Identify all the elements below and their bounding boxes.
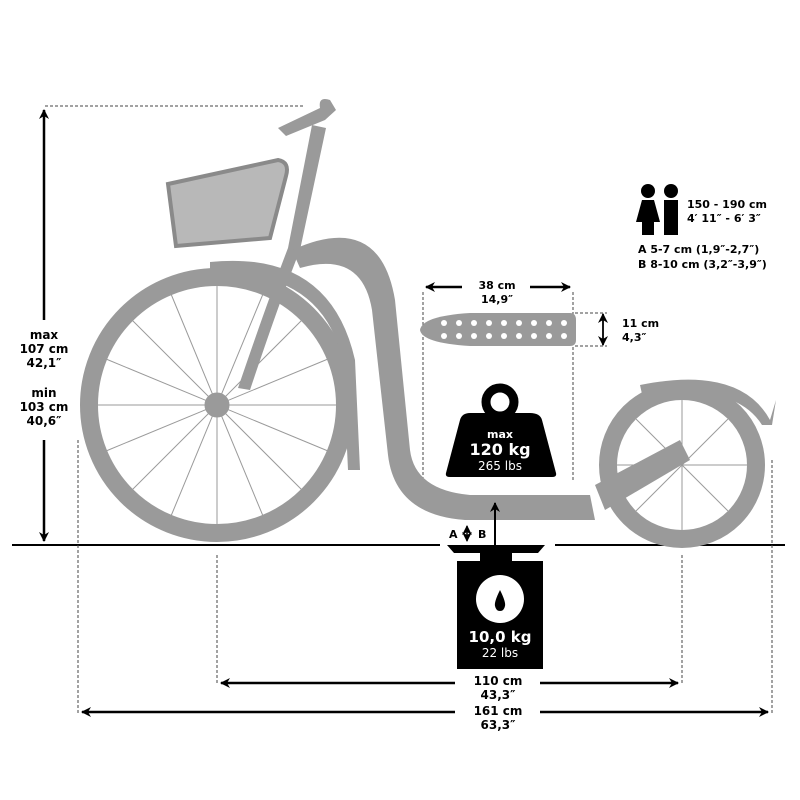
deck-length-cm: 38 cm <box>478 279 516 292</box>
rider-height-cm: 150 - 190 cm <box>687 198 767 211</box>
max-load-lbs: 265 lbs <box>478 459 522 473</box>
deck-length-label: 38 cm 14,9″ <box>462 279 532 307</box>
max-load-kg: 120 kg <box>469 440 531 459</box>
wheelbase-in: 43,3″ <box>480 688 516 702</box>
wheelbase-label: 110 cm 43,3″ <box>458 674 538 702</box>
wheelbase-cm: 110 cm <box>473 674 523 688</box>
max-load-word: max <box>487 428 513 441</box>
weight-icon <box>445 383 557 477</box>
clearance-b-legend: B 8-10 cm (3,2″-3,9″) <box>638 258 767 271</box>
clearance-marker-b: B <box>478 528 487 541</box>
height-max-label: max 107 cm 42,1″ <box>12 328 76 370</box>
deck-holes <box>441 320 567 339</box>
clearance-legend: A 5-7 cm (1,9″-2,7″) B 8-10 cm (3,2″-3,9… <box>638 242 767 272</box>
height-min-word: min <box>31 386 57 400</box>
deck-width-cm: 11 cm <box>622 317 660 330</box>
basket <box>165 157 289 249</box>
deck-length-in: 14,9″ <box>480 293 514 306</box>
rider-height-ft: 4′ 11″ - 6′ 3″ <box>687 212 761 225</box>
height-min-label: min 103 cm 40,6″ <box>12 386 76 428</box>
height-max-word: max <box>29 328 59 342</box>
total-length-label: 161 cm 63,3″ <box>458 704 538 732</box>
dimension-arrows <box>39 109 769 717</box>
scooter-weight-kg: 10,0 kg <box>468 628 532 646</box>
scale-icon <box>447 545 545 669</box>
deck-width-label: 11 cm 4,3″ <box>622 317 659 345</box>
clearance-marker-a: A <box>449 528 458 541</box>
deck-shape <box>420 313 576 346</box>
max-load-label: max 120 kg 265 lbs <box>450 428 550 473</box>
deck-width-in: 4,3″ <box>622 331 647 344</box>
height-min-cm: 103 cm <box>19 400 69 414</box>
total-length-cm: 161 cm <box>473 704 523 718</box>
height-max-cm: 107 cm <box>19 342 69 356</box>
total-length-in: 63,3″ <box>480 718 516 732</box>
scooter-weight-lbs: 22 lbs <box>481 646 519 660</box>
clearance-a-legend: A 5-7 cm (1,9″-2,7″) <box>638 243 760 256</box>
scooter-weight-label: 10,0 kg 22 lbs <box>457 628 543 660</box>
dimension-guides <box>45 105 773 715</box>
rider-figures-icon <box>636 184 678 235</box>
height-min-in: 40,6″ <box>26 414 62 428</box>
height-max-in: 42,1″ <box>26 356 62 370</box>
scooter-silhouette <box>80 99 776 548</box>
rider-height-label: 150 - 190 cm 4′ 11″ - 6′ 3″ <box>687 198 767 226</box>
